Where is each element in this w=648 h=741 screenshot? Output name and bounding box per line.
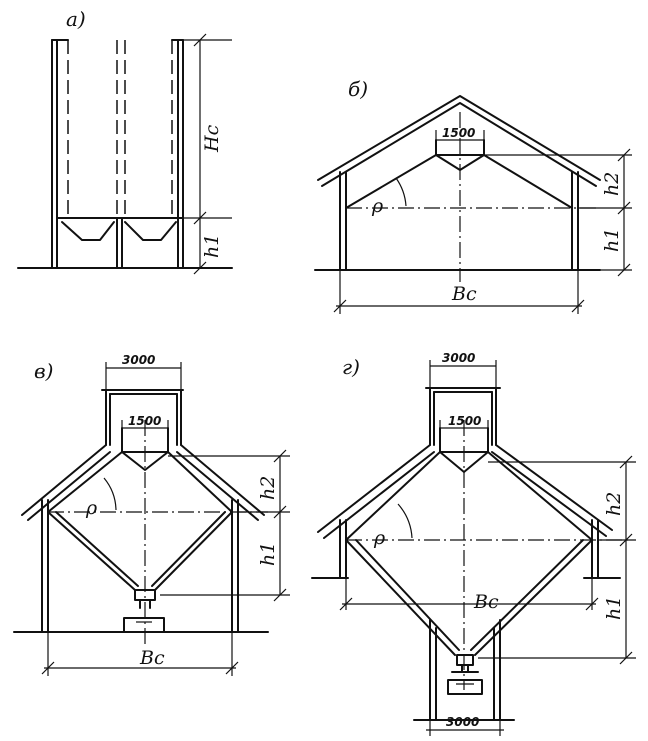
rho-v: ρ: [85, 497, 98, 519]
panel-v: в): [13, 353, 290, 676]
dim-hc: Hс: [201, 124, 223, 153]
dim-3000-v: 3000: [122, 353, 155, 367]
dim-bc-v: Bс: [139, 647, 165, 669]
panel-a-label: а): [66, 7, 86, 31]
panel-g: г): [311, 351, 636, 736]
dim-3000-bottom-g: 3000: [446, 715, 479, 729]
rho-b: ρ: [371, 195, 384, 217]
panel-b: б) ρ 1500 h2 h: [314, 77, 632, 314]
panel-a: а) Hс h1: [17, 7, 233, 275]
dim-3000-g: 3000: [442, 351, 475, 365]
dim-h2-v: h2: [257, 476, 279, 500]
dim-h1-a: h1: [201, 234, 223, 258]
dim-bc-b: Bс: [451, 283, 477, 305]
dim-bc-g: Bс: [473, 591, 499, 613]
dim-h1-g: h1: [603, 596, 625, 620]
dim-1500-b: 1500: [442, 126, 475, 140]
dim-1500-g: 1500: [448, 414, 481, 428]
dim-h2-b: h2: [601, 172, 623, 196]
rho-g: ρ: [373, 527, 386, 549]
dim-h1-b: h1: [601, 228, 623, 252]
panel-g-label: г): [342, 355, 360, 379]
dim-h2-g: h2: [603, 492, 625, 516]
dim-h1-v: h1: [257, 542, 279, 566]
dim-1500-v: 1500: [128, 414, 161, 428]
panel-v-label: в): [34, 359, 53, 383]
panel-b-label: б): [348, 77, 368, 101]
